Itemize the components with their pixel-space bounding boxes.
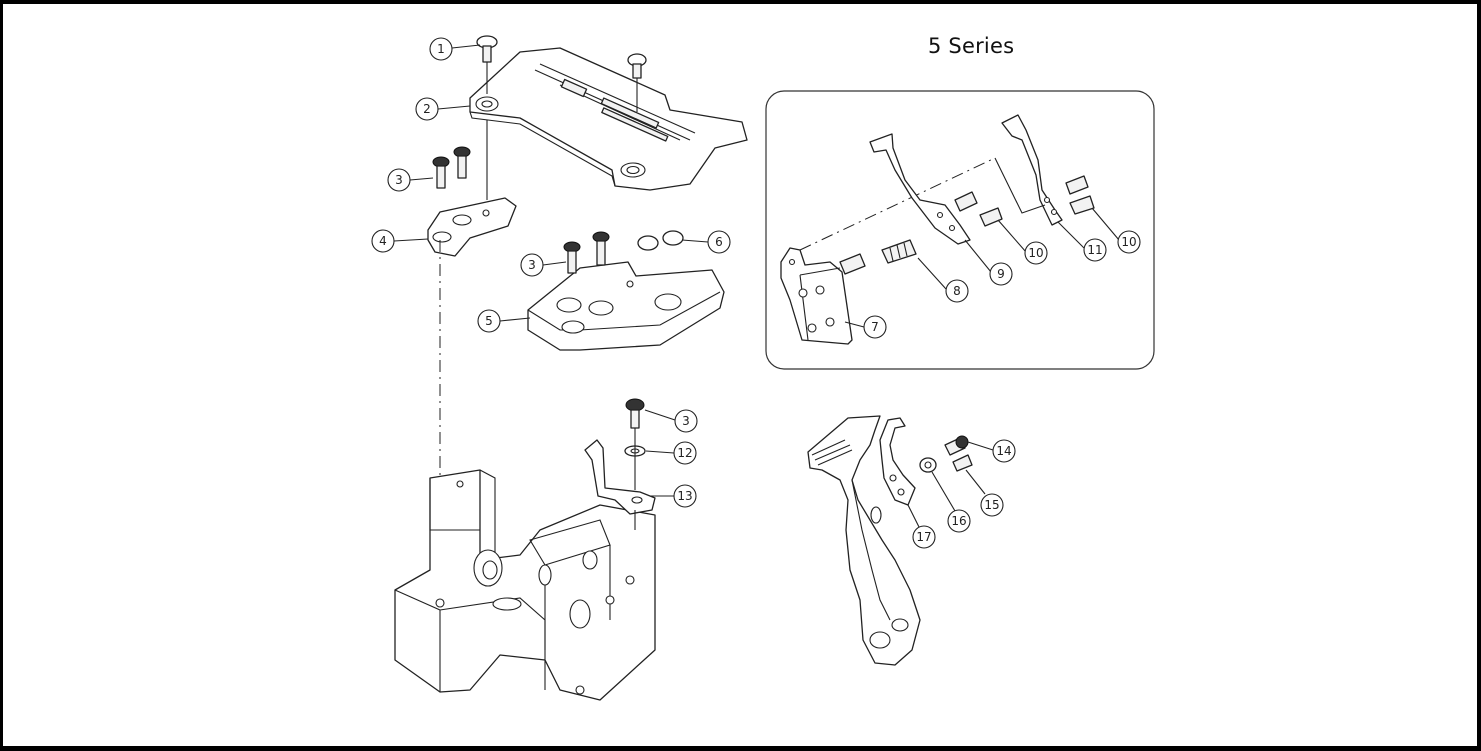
bracket-4 [427, 197, 517, 257]
screws-3a [432, 146, 471, 189]
looper-11 [1001, 114, 1063, 226]
looper-17 [879, 417, 916, 506]
svg-text:1: 1 [437, 42, 445, 56]
svg-text:3: 3 [682, 414, 690, 428]
svg-text:11: 11 [1087, 243, 1102, 257]
callout-2: 2 [415, 97, 439, 121]
series-title: 5 Series [928, 34, 1015, 58]
svg-text:8: 8 [953, 284, 961, 298]
looper-arm-assembly [807, 415, 921, 666]
svg-text:4: 4 [379, 234, 387, 248]
callout-11: 11 [1083, 238, 1107, 262]
callout-12: 12 [673, 441, 697, 465]
screws-14-15 [944, 435, 973, 472]
callout-17: 17 [912, 525, 936, 549]
callout-3a: 3 [387, 168, 411, 192]
screws-10a [954, 191, 1003, 227]
svg-text:13: 13 [677, 489, 692, 503]
svg-text:17: 17 [916, 530, 931, 544]
callout-5: 5 [477, 309, 501, 333]
screw-1 [476, 35, 498, 94]
svg-text:10: 10 [1121, 235, 1136, 249]
svg-text:16: 16 [951, 514, 966, 528]
holder-7 [780, 247, 853, 345]
plate-5 [527, 261, 725, 351]
feet-6 [637, 230, 684, 251]
screws-8 [839, 239, 917, 275]
svg-text:14: 14 [996, 444, 1011, 458]
svg-text:10: 10 [1028, 246, 1043, 260]
inset-box [765, 90, 1155, 370]
callout-6: 6 [707, 230, 731, 254]
svg-text:5: 5 [485, 314, 493, 328]
callout-8: 8 [945, 279, 969, 303]
svg-text:3: 3 [528, 258, 536, 272]
svg-text:3: 3 [395, 173, 403, 187]
callout-1: 1 [429, 37, 453, 61]
callout-16: 16 [947, 509, 971, 533]
callout-10b: 10 [1117, 230, 1141, 254]
leader-lines [393, 44, 1120, 528]
callout-14: 14 [992, 439, 1016, 463]
callout-4: 4 [371, 229, 395, 253]
washer-16 [919, 457, 937, 473]
svg-text:6: 6 [715, 235, 723, 249]
svg-text:7: 7 [871, 320, 879, 334]
svg-text:2: 2 [423, 102, 431, 116]
callout-9: 9 [989, 262, 1013, 286]
looper-guard-13 [584, 439, 656, 515]
callout-3b: 3 [520, 253, 544, 277]
screw-3c [625, 398, 645, 429]
screws-10b [1065, 175, 1095, 215]
screws-3b [563, 231, 610, 274]
callout-7: 7 [863, 315, 887, 339]
svg-text:12: 12 [677, 446, 692, 460]
needle-plate [469, 47, 748, 191]
callout-10a: 10 [1024, 241, 1048, 265]
base-block [394, 469, 656, 701]
callout-13: 13 [673, 484, 697, 508]
looper-9 [869, 133, 971, 245]
callout-15: 15 [980, 493, 1004, 517]
screw-plate [627, 53, 647, 112]
svg-text:15: 15 [984, 498, 999, 512]
svg-text:9: 9 [997, 267, 1005, 281]
callout-3c: 3 [674, 409, 698, 433]
